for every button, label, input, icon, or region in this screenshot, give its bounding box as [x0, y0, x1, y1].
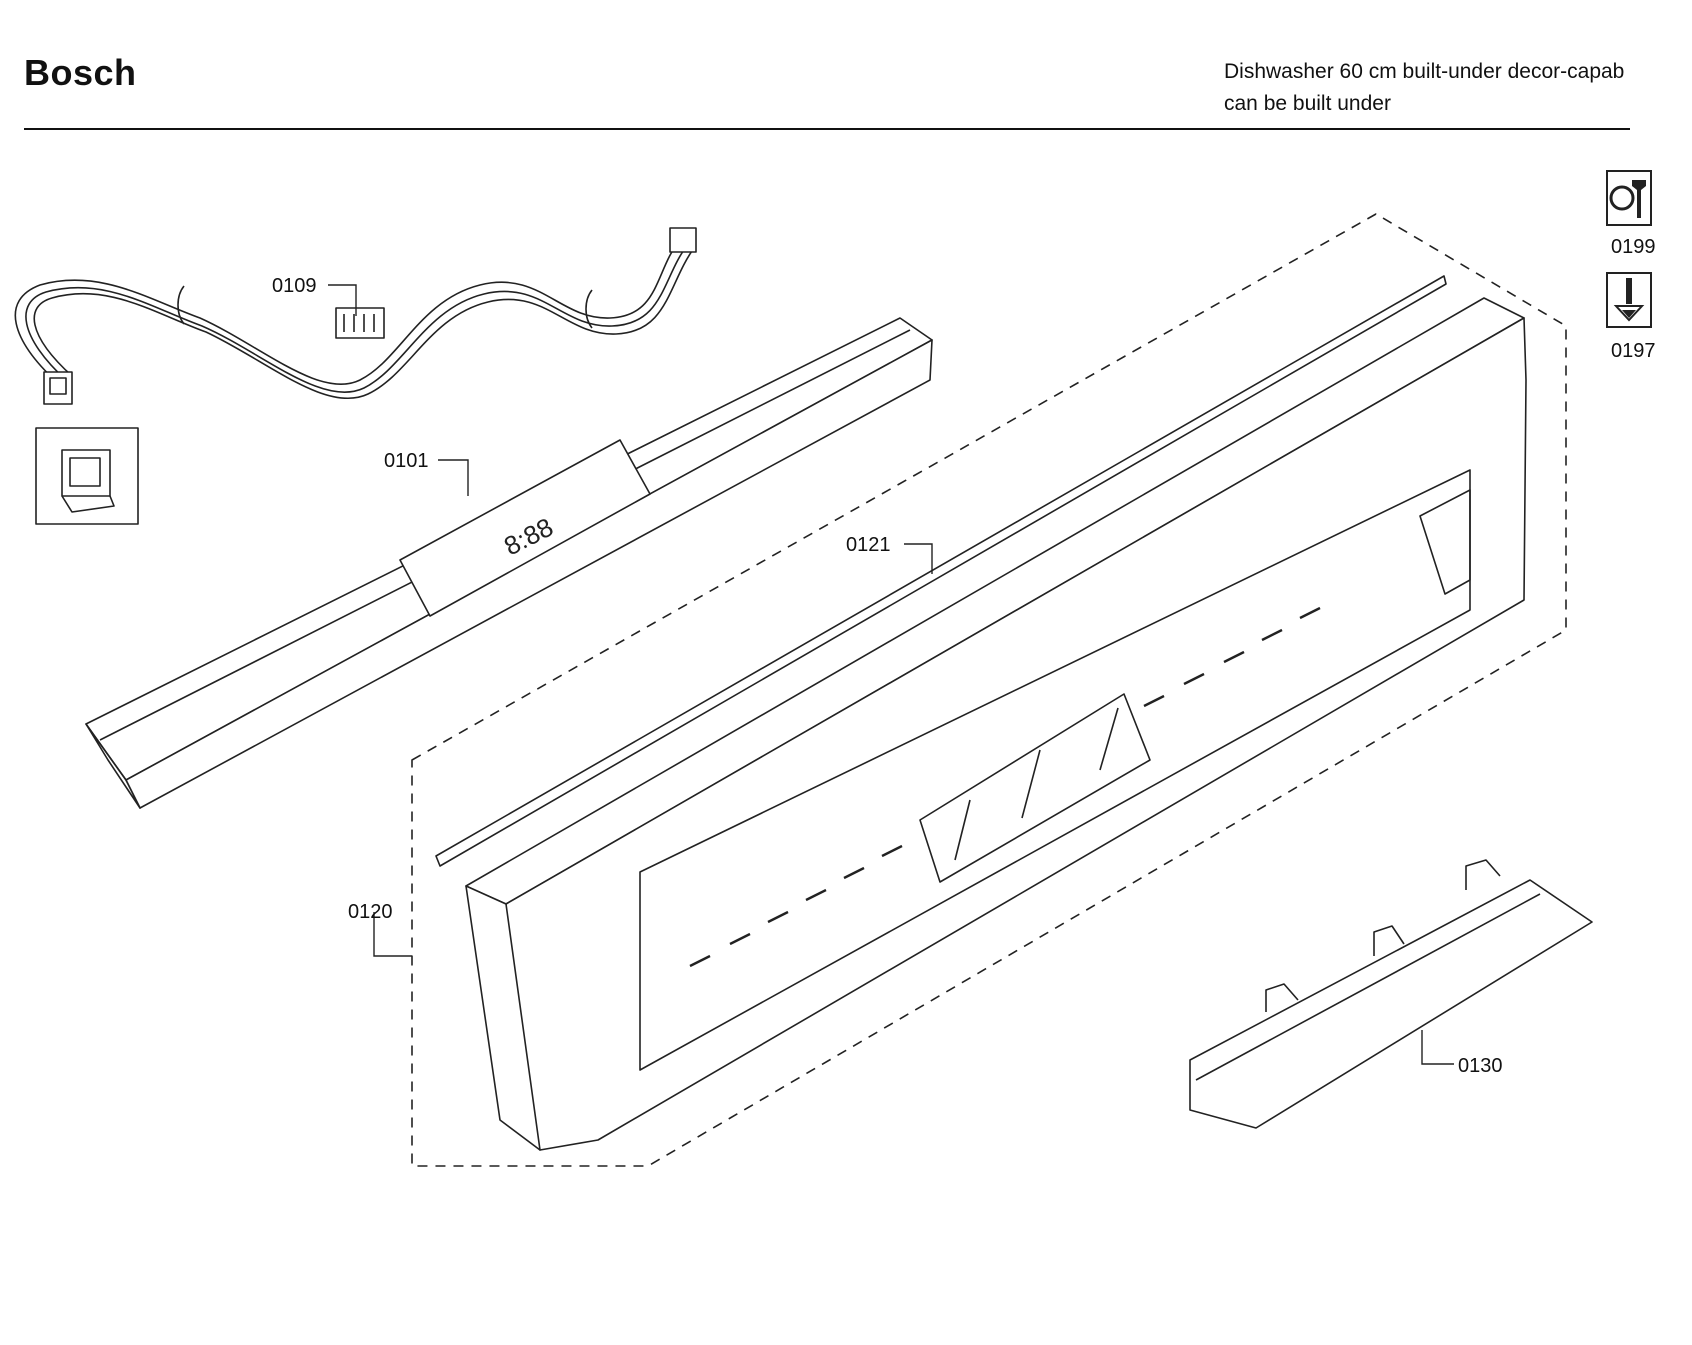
bracket-part: [1189, 859, 1593, 1129]
tool-wrench-box: [1606, 170, 1652, 226]
callout-0130: 0130: [1458, 1055, 1503, 1077]
callout-0120: 0120: [348, 901, 393, 923]
wrench-icon: [1609, 180, 1646, 218]
callout-0121: 0121: [846, 534, 891, 556]
wire-harness: [14, 227, 697, 405]
tool-0199-label: 0199: [1611, 236, 1656, 258]
brand-title: Bosch: [24, 52, 137, 93]
model-description-line1: Dishwasher 60 cm built-under decor-capab: [1224, 60, 1625, 83]
header-divider: [24, 128, 1630, 130]
tool-screwdriver-box: [1606, 272, 1652, 328]
tool-0197-label: 0197: [1611, 340, 1656, 362]
control-panel: [465, 297, 1527, 1151]
model-description: Dishwasher 60 cm built-under decor-capab…: [1224, 56, 1624, 120]
connector-detail: [35, 427, 139, 525]
screwdriver-icon: [1613, 278, 1645, 322]
callout-0101: 0101: [384, 450, 429, 472]
seal-strip: [435, 275, 1447, 867]
callout-0109: 0109: [272, 275, 317, 297]
assembly-outline: [411, 213, 1567, 1167]
control-module: [85, 317, 933, 809]
model-description-line2: can be built under: [1224, 92, 1391, 115]
